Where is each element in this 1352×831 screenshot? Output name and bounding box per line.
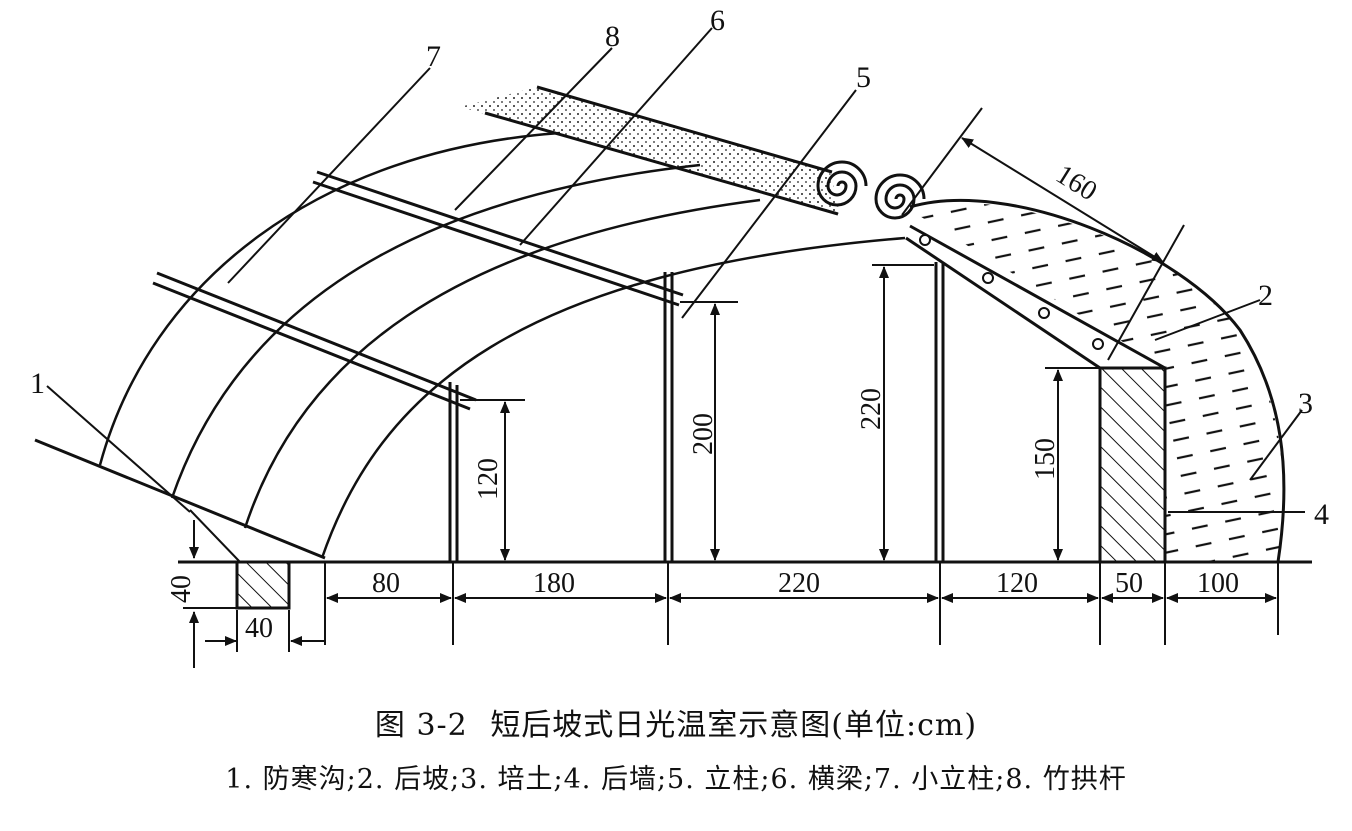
cross-beam-upper <box>312 170 684 307</box>
figure-legend: 1. 防寒沟;2. 后坡;3. 培土;4. 后墙;5. 立柱;6. 横梁;7. … <box>0 757 1352 796</box>
dim-span-120: 120 <box>996 568 1038 599</box>
dim-post-220: 220 <box>856 388 887 430</box>
purlin-dot <box>982 272 994 284</box>
part-label-1: 1 <box>30 367 45 400</box>
dim-trench-width: 40 <box>245 613 273 644</box>
blanket-roll-left <box>816 160 868 207</box>
dim-span-220: 220 <box>778 568 820 599</box>
part-label-6: 6 <box>710 4 725 37</box>
back-roof-rafter-lower <box>905 236 1101 370</box>
bamboo-arch <box>320 236 906 559</box>
greenhouse-diagram: 1 2 3 4 5 6 7 8 160 120 200 220 150 40 4… <box>30 4 1329 668</box>
cross-beam-lower <box>152 271 477 411</box>
part-label-4: 4 <box>1314 498 1329 531</box>
dim-span-80: 80 <box>372 568 400 599</box>
part-label-8: 8 <box>605 20 620 53</box>
soil-backfill <box>910 202 1283 562</box>
dim-span-100: 100 <box>1197 568 1239 599</box>
span-ticks <box>324 562 1279 645</box>
dim-post-120: 120 <box>473 458 504 500</box>
part-label-3: 3 <box>1298 387 1313 420</box>
back-wall <box>1098 366 1167 564</box>
figure-title: 短后坡式日光温室示意图(单位:cm) <box>490 708 978 743</box>
dim-post-200: 200 <box>688 413 719 455</box>
dim-span-50: 50 <box>1115 568 1143 599</box>
bamboo-arch <box>243 198 761 529</box>
post-200 <box>663 272 674 562</box>
bamboo-arch <box>98 131 561 466</box>
dim-roof-slope: 160 <box>1050 159 1102 208</box>
part-label-2: 2 <box>1258 279 1273 312</box>
part-label-5: 5 <box>856 61 871 94</box>
cold-proof-trench <box>235 560 291 610</box>
purlin-dot <box>1038 307 1050 319</box>
purlin-dot <box>919 234 931 246</box>
front-slope-line <box>34 438 326 560</box>
straw-blanket <box>460 87 840 214</box>
figure-number: 图 3-2 <box>374 708 468 743</box>
purlin-dot <box>1092 338 1104 350</box>
post-120 <box>448 382 459 562</box>
legend-text: 1. 防寒沟;2. 后坡;3. 培土;4. 后墙;5. 立柱;6. 横梁;7. … <box>225 764 1127 795</box>
dim-span-180: 180 <box>533 568 575 599</box>
back-roof-rafter-upper <box>909 224 1166 370</box>
part-label-7: 7 <box>426 40 441 73</box>
dim-wall-150: 150 <box>1030 438 1061 480</box>
figure-caption: 图 3-2 短后坡式日光温室示意图(单位:cm) <box>0 700 1352 744</box>
post-220 <box>934 262 945 562</box>
bamboo-arch <box>170 163 701 499</box>
dim-trench-depth: 40 <box>166 575 197 603</box>
